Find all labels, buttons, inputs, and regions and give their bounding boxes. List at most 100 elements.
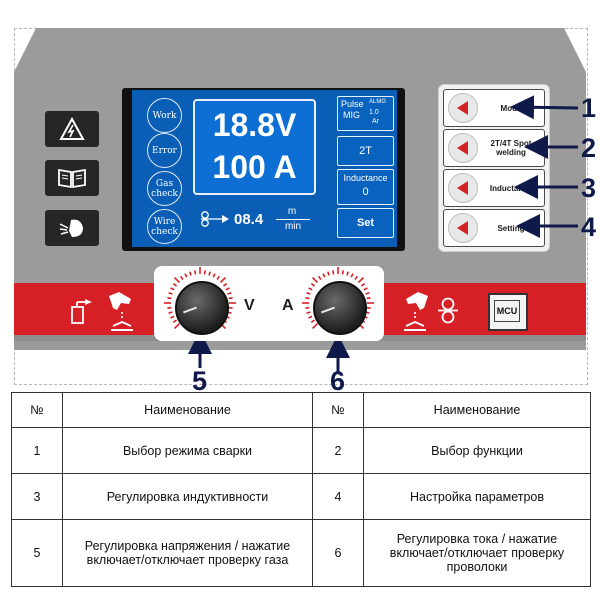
callout-5: 5 — [192, 366, 208, 396]
current-letter: A — [282, 297, 294, 314]
inductance-button-cap[interactable] — [448, 173, 478, 203]
callout-3: 3 — [581, 173, 597, 203]
mcu-chip-icon: MCU — [488, 293, 528, 331]
gas-cylinder-icon — [66, 297, 96, 330]
knob-scale-tick — [173, 276, 181, 284]
knob-scale-tick — [228, 306, 233, 309]
left-triangle-icon — [457, 141, 468, 155]
protective-gear-icon — [45, 210, 99, 246]
knob-scale-tick — [366, 306, 371, 309]
knob-scale-tick — [322, 273, 326, 278]
knob-scale-tick — [194, 270, 197, 275]
trigger-mode-box: 2T — [337, 136, 394, 166]
knob-scale-tick — [327, 271, 330, 276]
welding-torch-gas-icon — [103, 290, 143, 339]
knob-scale-tick — [360, 282, 366, 287]
knob-scale-tick — [346, 271, 349, 276]
mode-mig-text: MIG — [343, 110, 360, 120]
inductance-button-label: Inductance — [489, 183, 533, 193]
knob-scale-tick — [363, 287, 368, 291]
inductance-box: Inductance 0 — [337, 169, 394, 205]
warning-electric-icon — [45, 111, 99, 147]
unit-divider — [276, 219, 310, 220]
legend-header-name-2: Наименование — [363, 392, 591, 428]
knob-scale-tick — [366, 297, 371, 300]
knob-scale-tick — [341, 270, 344, 275]
legend-header-row: № Наименование № Наименование — [11, 392, 591, 428]
wire-check-indicator: Wire check — [147, 209, 182, 244]
knob-scale-tick — [184, 273, 188, 278]
knob-scale-tick — [350, 273, 354, 278]
inductance-button[interactable]: Inductance — [443, 169, 545, 207]
setting-button-label: Setting — [497, 223, 525, 233]
voltage-knob-pointer — [183, 306, 197, 314]
knob-scale-tick — [167, 306, 172, 309]
legend-header-num-2: № — [312, 392, 364, 428]
mode-gas-text: Ar — [372, 118, 379, 125]
mode-pulse-text: Pulse — [341, 99, 364, 109]
wire-feed-rollers-icon — [436, 296, 460, 331]
knob-scale-tick — [172, 282, 178, 287]
knob-scale-tick — [219, 276, 227, 284]
table-cell: Регулировка напряжения / нажатие включае… — [62, 519, 313, 587]
table-cell: 3 — [11, 473, 63, 520]
callout-2: 2 — [581, 133, 597, 163]
knob-scale-tick — [203, 270, 206, 275]
left-triangle-icon — [457, 181, 468, 195]
knob-scale-tick — [311, 276, 319, 284]
inductance-value: 0 — [362, 186, 369, 198]
left-triangle-icon — [457, 101, 468, 115]
knob-scale-tick — [310, 319, 316, 324]
voltage-knob[interactable] — [175, 281, 229, 335]
work-indicator: Work — [147, 98, 182, 133]
table-row: 1 Выбор режима сварки 2 Выбор функции — [11, 427, 591, 474]
setting-button-cap[interactable] — [448, 213, 478, 243]
main-readout: 18.8V 100 A — [193, 99, 316, 195]
knob-scale-tick — [172, 319, 178, 324]
function-button-cap[interactable] — [448, 133, 478, 163]
knob-scale-tick — [216, 275, 221, 281]
knob-scale-tick — [173, 322, 181, 330]
knob-scale-tick — [168, 311, 173, 314]
knob-scale-tick — [170, 315, 175, 319]
knob-scale-tick — [310, 282, 316, 287]
knob-scale-tick — [222, 282, 228, 287]
knob-scale-tick — [225, 287, 230, 291]
knob-scale-tick — [170, 287, 175, 291]
knob-scale-tick — [167, 297, 172, 300]
table-cell: 1 — [11, 427, 63, 474]
callout-1: 1 — [581, 93, 597, 123]
knob-scale-tick — [332, 270, 335, 275]
mode-value-text: 1.0 — [369, 109, 379, 116]
wire-speed-row: 08.4 m min — [200, 206, 315, 234]
knob-scale-tick — [212, 273, 216, 278]
knob-scale-tick — [228, 297, 233, 300]
knob-scale-tick — [357, 276, 365, 284]
legend-header-name-1: Наименование — [62, 392, 313, 428]
inductance-label: Inductance — [343, 173, 388, 183]
voltage-letter: V — [244, 297, 255, 314]
knob-scale-tick — [306, 292, 311, 295]
voltage-readout: 18.8V — [212, 107, 297, 143]
mode-indicator-box: Pulse ALMG MIG 1.0 Ar — [337, 96, 394, 131]
mode-button-cap[interactable] — [448, 93, 478, 123]
knob-scale-tick — [308, 315, 313, 319]
current-knob[interactable] — [313, 281, 367, 335]
gas-check-indicator: Gas check — [147, 171, 182, 206]
manual-book-icon — [45, 160, 99, 196]
knob-scale-tick — [208, 271, 211, 276]
welding-torch-wire-icon — [394, 290, 434, 339]
table-row: 5 Регулировка напряжения / нажатие включ… — [11, 519, 591, 587]
table-cell: 6 — [312, 519, 364, 587]
knob-scale-tick — [305, 306, 310, 309]
mode-alm-text: ALMG — [369, 99, 387, 105]
knob-scale-tick — [227, 292, 232, 295]
current-readout: 100 A — [212, 149, 297, 185]
table-cell: 5 — [11, 519, 63, 587]
table-row: 3 Регулировка индуктивности 4 Настройка … — [11, 473, 591, 520]
mcu-label: MCU — [494, 300, 520, 322]
knob-scale-tick — [354, 275, 359, 281]
knob-scale-tick — [305, 297, 310, 300]
callout-6: 6 — [330, 366, 346, 396]
